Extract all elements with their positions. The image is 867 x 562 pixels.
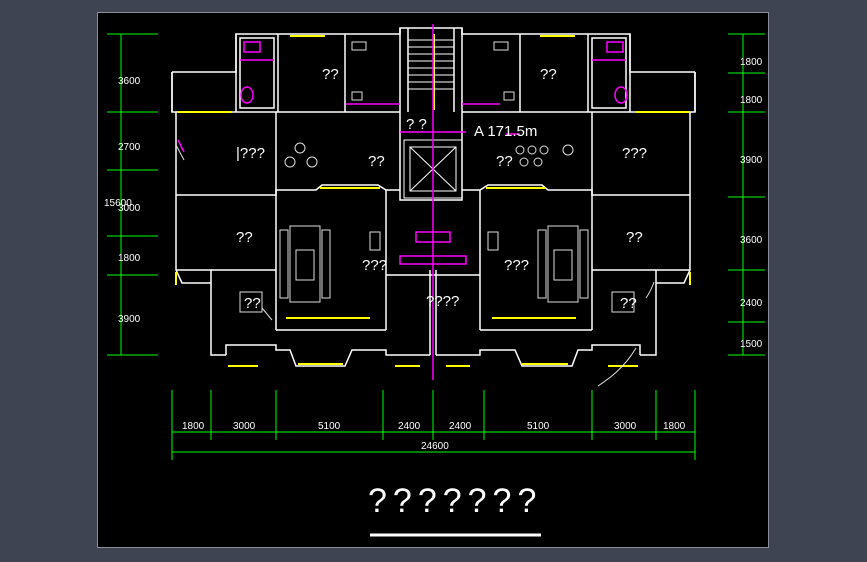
walls — [171, 27, 696, 367]
bottom-dimension-lines — [171, 390, 696, 460]
area-label: A 171.5m — [474, 123, 537, 140]
room-label-dining-left: ?? — [368, 153, 385, 170]
left-dim-4: 1800 — [118, 253, 141, 264]
room-label-bed-left: ?? — [236, 229, 253, 246]
room-label-dining-right: ?? — [496, 153, 513, 170]
right-dim-2: 1800 — [740, 95, 763, 106]
room-label-bed-right: ?? — [626, 229, 643, 246]
room-label-south-left: ?? — [244, 295, 261, 312]
room-label-north-right: ?? — [540, 66, 557, 83]
bottom-dim-5: 2400 — [449, 421, 472, 432]
left-dimension-lines — [107, 33, 158, 356]
room-label-master-left: ??? — [362, 257, 387, 274]
left-dim-total: 15600 — [104, 198, 132, 209]
right-dim-3: 3900 — [740, 155, 763, 166]
room-label-south-center: ???? — [426, 293, 459, 310]
room-label-living-left: |??? — [236, 145, 265, 162]
room-label-living-right: ??? — [622, 145, 647, 162]
bottom-dim-8: 1800 — [663, 421, 686, 432]
bottom-dim-4: 2400 — [398, 421, 421, 432]
room-label-master-right: ??? — [504, 257, 529, 274]
bottom-dim-total: 24600 — [421, 441, 449, 452]
stair-treads — [408, 39, 454, 90]
left-dim-5: 3900 — [118, 314, 141, 325]
right-dimension-lines — [728, 33, 765, 356]
bottom-dim-2: 3000 — [233, 421, 256, 432]
right-dim-1: 1800 — [740, 57, 763, 68]
bottom-dim-7: 3000 — [614, 421, 637, 432]
bottom-dim-1: 1800 — [182, 421, 205, 432]
right-dim-6: 1500 — [740, 339, 763, 350]
fixtures — [177, 24, 628, 380]
right-dim-4: 3600 — [740, 235, 763, 246]
furniture — [175, 41, 655, 387]
drawing-title: ??????? — [368, 482, 542, 520]
room-label-south-right: ?? — [620, 295, 637, 312]
left-dim-1: 3600 — [118, 76, 141, 87]
bottom-dim-6: 5100 — [527, 421, 550, 432]
right-dim-5: 2400 — [740, 298, 763, 309]
left-dim-2: 2700 — [118, 142, 141, 153]
left-dim-3: 3000 — [118, 203, 141, 214]
bottom-dim-3: 5100 — [318, 421, 341, 432]
room-label-stair: ? ? — [406, 116, 427, 133]
room-label-north-left: ?? — [322, 66, 339, 83]
